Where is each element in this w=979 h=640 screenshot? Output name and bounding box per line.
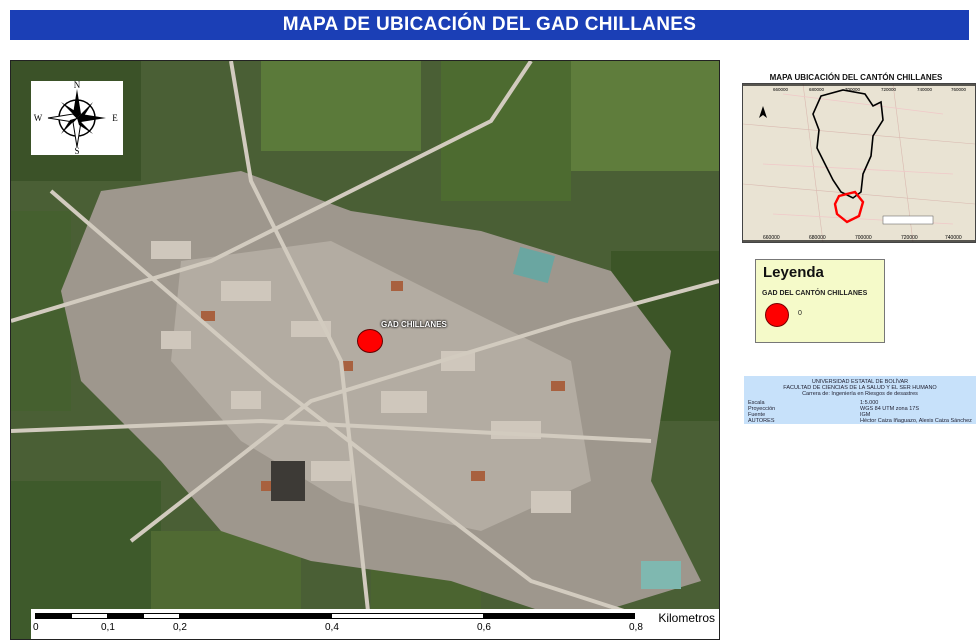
info-row-label: AUTORES bbox=[748, 418, 775, 424]
compass-rose: N S W E bbox=[31, 81, 123, 155]
scale-tick: 0,2 bbox=[173, 622, 187, 633]
legend-item-label: 0 bbox=[798, 310, 802, 317]
compass-w: W bbox=[34, 113, 43, 123]
map-title-bar: MAPA DE UBICACIÓN DEL GAD CHILLANES bbox=[10, 10, 969, 40]
compass-n: N bbox=[74, 81, 81, 90]
locator-top-tick: 660000 bbox=[773, 87, 789, 92]
locator-top-tick: 680000 bbox=[809, 87, 825, 92]
locator-map[interactable]: 660000 680000 700000 720000 740000 66000… bbox=[742, 83, 976, 243]
scale-tick: 0,8 bbox=[629, 622, 643, 633]
info-row-label: Proyección bbox=[748, 406, 776, 412]
legend-subtitle: GAD DEL CANTÓN CHILLANES bbox=[762, 290, 868, 297]
scale-unit: Kilometros bbox=[658, 611, 715, 625]
legend-heading: Leyenda bbox=[763, 264, 824, 281]
compass-e: E bbox=[112, 113, 118, 123]
info-row-value: Héctor Caiza Iñaguazo, Alexis Caiza Sánc… bbox=[860, 418, 972, 424]
locator-bottom-tick: 700000 bbox=[855, 235, 872, 241]
locator-north-icon bbox=[759, 106, 767, 118]
scale-tick: 0,6 bbox=[477, 622, 491, 633]
gad-marker-label: GAD CHILLANES bbox=[381, 320, 447, 329]
locator-bottom-tick: 680000 bbox=[809, 235, 826, 241]
info-row-value: 1:5.000 bbox=[860, 400, 879, 406]
locator-top-tick: 700000 bbox=[845, 87, 861, 92]
scale-tick: 0,4 bbox=[325, 622, 339, 633]
locator-bottom-tick: 740000 bbox=[945, 235, 962, 241]
info-header-line: FACULTAD DE CIENCIAS DE LA SALUD Y EL SE… bbox=[783, 385, 937, 391]
compass-s: S bbox=[74, 146, 79, 155]
info-header-line: UNIVERSIDAD ESTATAL DE BOLÍVAR bbox=[811, 379, 909, 385]
locator-top-tick: 740000 bbox=[917, 87, 933, 92]
map-title: MAPA DE UBICACIÓN DEL GAD CHILLANES bbox=[282, 14, 697, 35]
info-row-value: WGS 84 UTM zona 17S bbox=[860, 406, 919, 412]
info-row-label: Escala bbox=[748, 400, 765, 406]
scale-tick: 0 bbox=[33, 622, 39, 633]
gad-outline bbox=[833, 190, 865, 224]
locator-title: MAPA UBICACIÓN DEL CANTÓN CHILLANES bbox=[769, 73, 943, 82]
info-row-value: IGM bbox=[860, 412, 871, 418]
scale-bar: 0 0,1 0,2 0,4 0,6 0,8 Kilometros bbox=[31, 609, 719, 639]
info-block: UNIVERSIDAD ESTATAL DE BOLÍVAR FACULTAD … bbox=[744, 376, 976, 424]
locator-bottom-tick: 660000 bbox=[763, 235, 780, 241]
locator-top-tick: 720000 bbox=[881, 87, 897, 92]
locator-top-tick: 760000 bbox=[951, 87, 967, 92]
gad-marker[interactable] bbox=[357, 329, 383, 353]
canton-outline bbox=[812, 89, 884, 199]
info-row-label: Fuente bbox=[748, 412, 766, 418]
legend-box: Leyenda GAD DEL CANTÓN CHILLANES 0 bbox=[755, 259, 885, 343]
locator-bottom-tick: 720000 bbox=[901, 235, 918, 241]
main-map[interactable]: N S W E GAD CHILLANES 0 0,1 0,2 0,4 0,6 … bbox=[10, 60, 720, 640]
scale-tick: 0,1 bbox=[101, 622, 115, 633]
legend-red-dot-icon bbox=[765, 303, 789, 327]
info-header-line: Carrera de: Ingeniería en Riesgos de des… bbox=[802, 391, 918, 397]
